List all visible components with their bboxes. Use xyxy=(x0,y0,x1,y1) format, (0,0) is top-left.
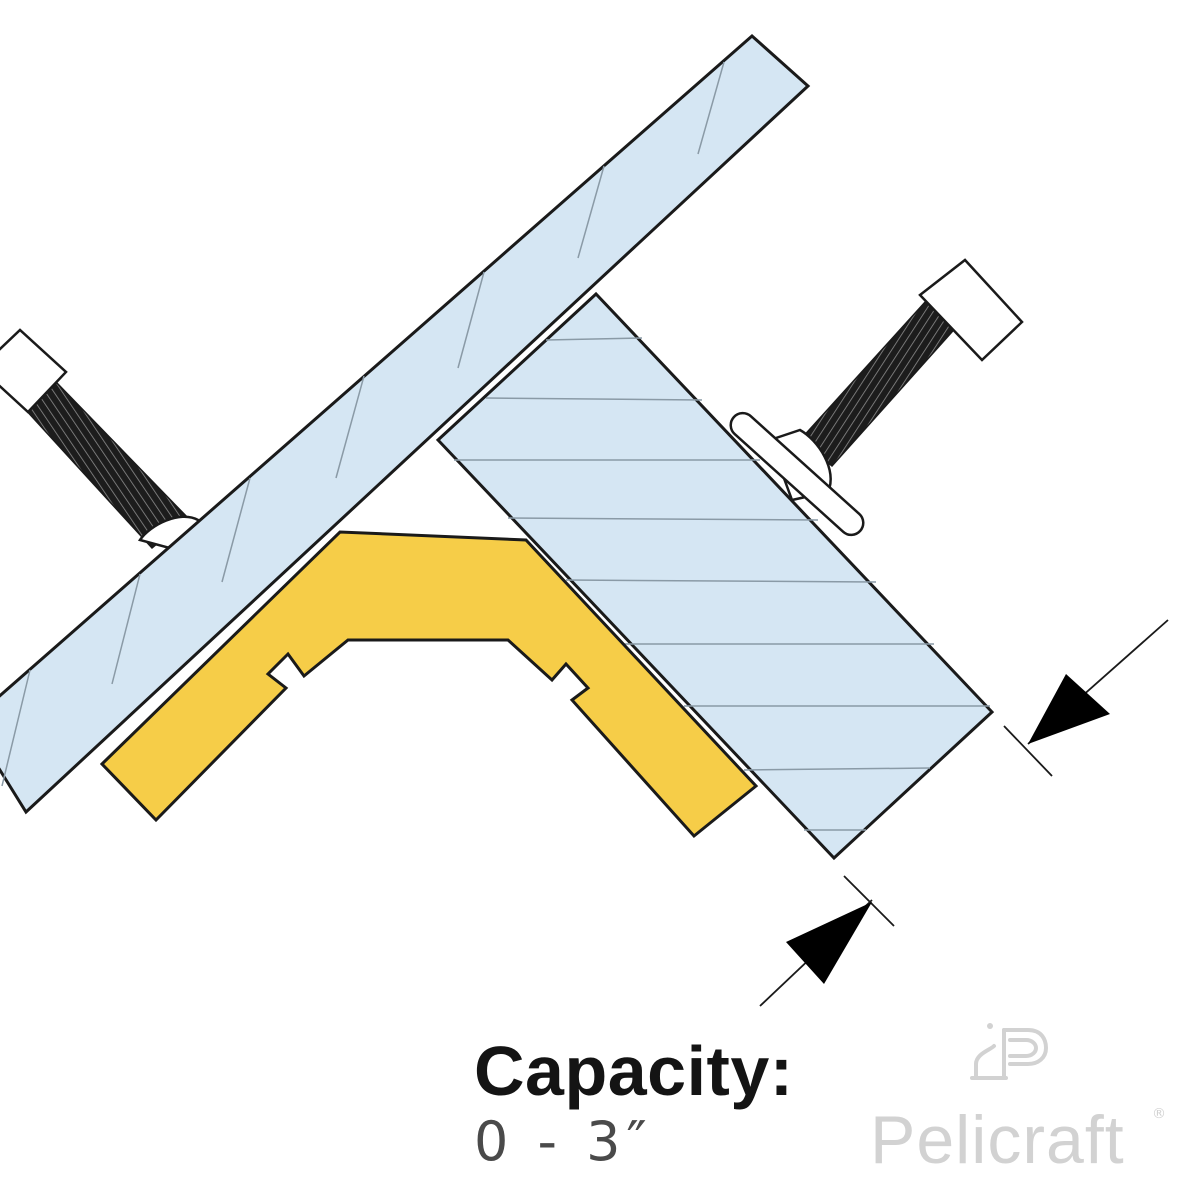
corner-block xyxy=(99,530,759,839)
capacity-label: Capacity: xyxy=(474,1032,794,1110)
thin-panel-hatch xyxy=(1,61,725,787)
dimension-arrow-upper xyxy=(1028,674,1110,744)
right-clamp-bolt xyxy=(729,258,1024,537)
thick-panel-hatch xyxy=(454,337,990,831)
right-bolt-head xyxy=(918,258,1024,362)
brand-name: Pelicraft xyxy=(870,1102,1125,1178)
capacity-caption: Capacity: 0 - 3″ xyxy=(474,1032,834,1174)
thin-panel-body xyxy=(0,33,811,815)
right-bolt-washer xyxy=(729,411,865,537)
thick-panel xyxy=(435,291,995,861)
dimension-arrow-lower xyxy=(786,902,872,984)
thick-panel-body xyxy=(435,291,995,861)
pelicraft-logo-icon xyxy=(970,1023,1048,1080)
brand-logo: Pelicraft ® xyxy=(860,1012,1180,1182)
left-bolt-head xyxy=(0,328,68,414)
registered-mark: ® xyxy=(1152,1106,1166,1122)
thin-panel xyxy=(0,33,811,815)
capacity-value: 0 - 3″ xyxy=(474,1110,653,1173)
